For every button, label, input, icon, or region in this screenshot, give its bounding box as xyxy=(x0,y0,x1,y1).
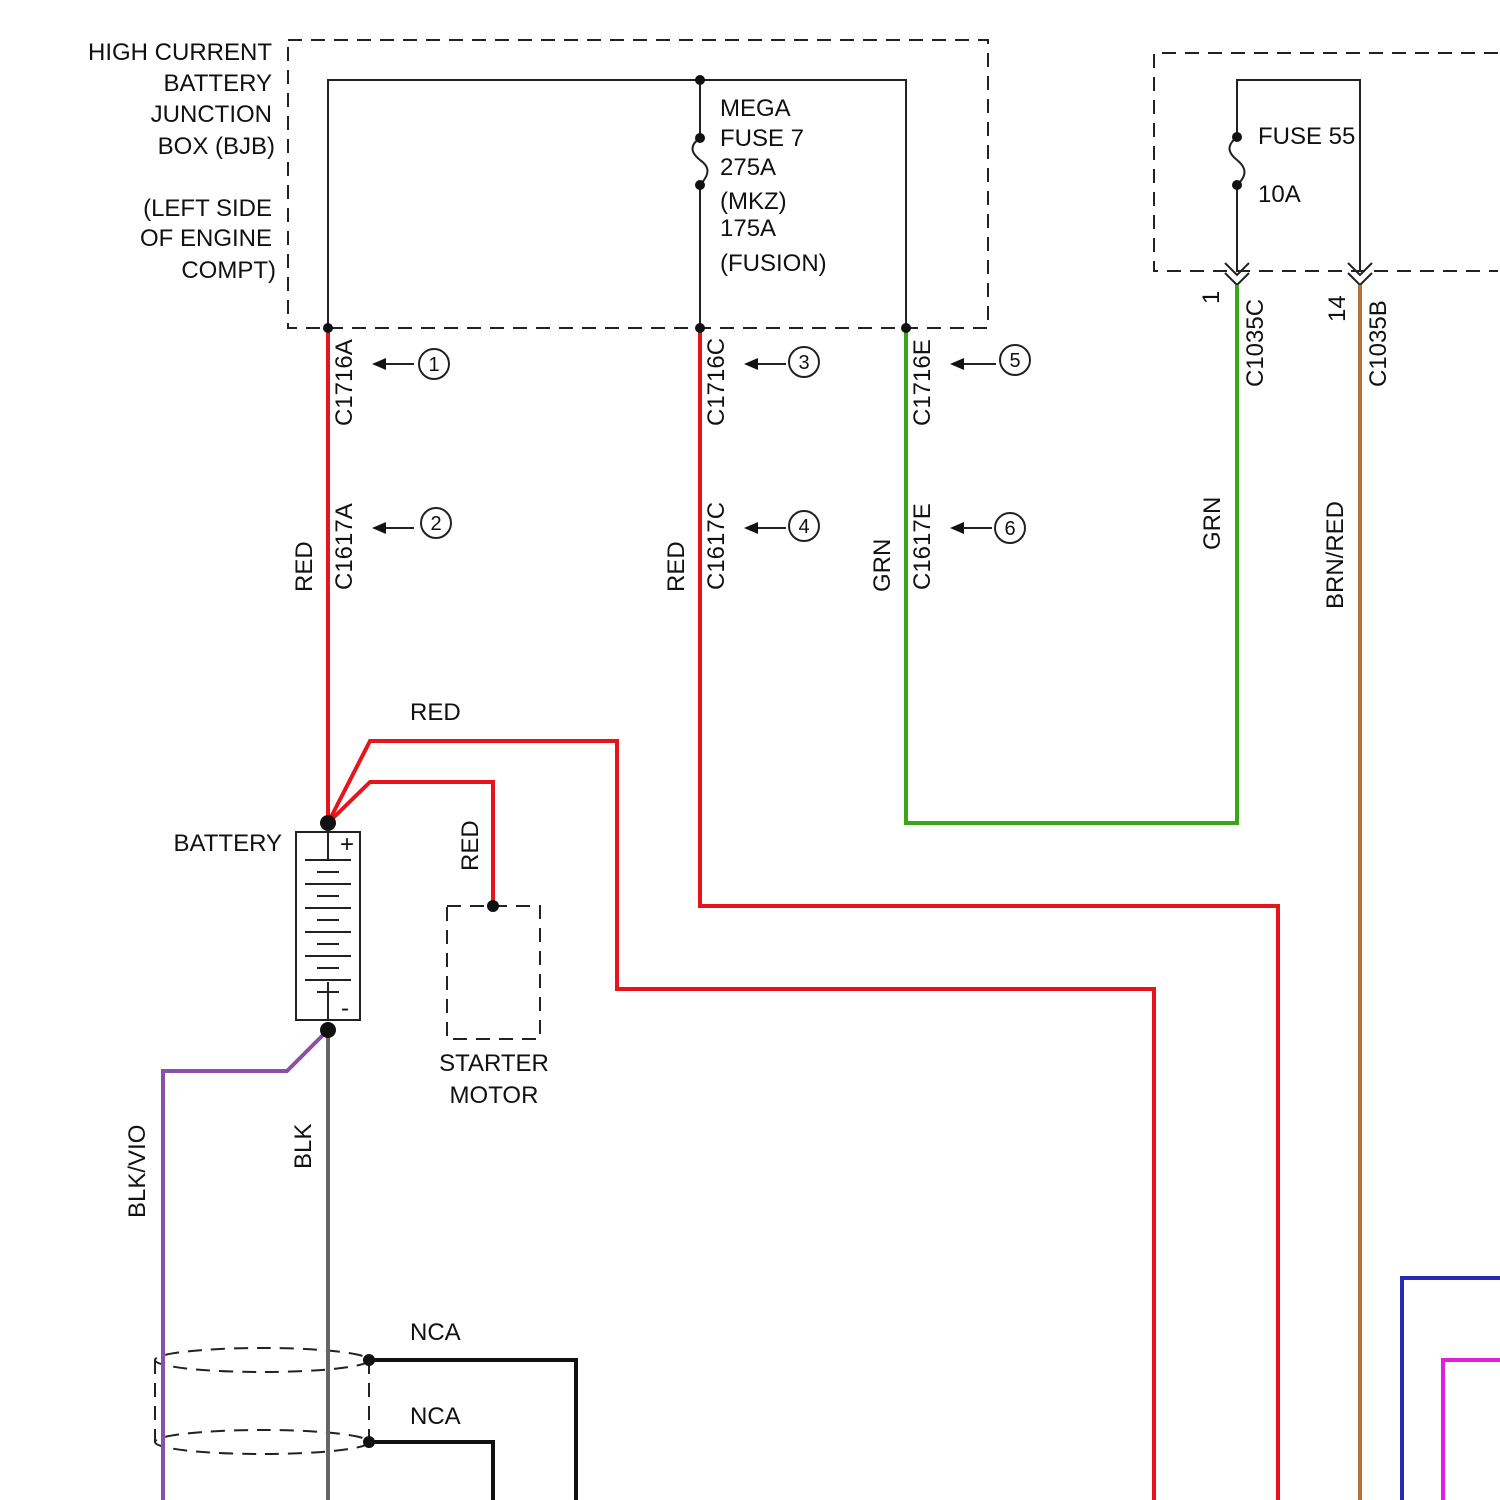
fuse55-box xyxy=(1154,53,1498,271)
battery-minus-sign: - xyxy=(341,995,349,1022)
callout-4: 4 xyxy=(744,511,819,541)
wire-label-grn-e: GRN xyxy=(869,539,896,592)
fuse55-terminal-bottom xyxy=(1232,180,1242,190)
wire-nca-2 xyxy=(369,1442,493,1500)
wire-label-red-a: RED xyxy=(291,541,318,592)
callout-2: 2 xyxy=(372,508,451,538)
wire-blue-edge xyxy=(1402,1278,1500,1500)
wire-label-blk: BLK xyxy=(290,1124,317,1169)
svg-text:(FUSION): (FUSION) xyxy=(720,250,827,277)
callout-1: 1 xyxy=(372,349,449,379)
svg-text:MEGA: MEGA xyxy=(720,95,791,122)
connector-c1617a-label: C1617A xyxy=(331,503,358,590)
mega-fuse-lead xyxy=(693,80,708,328)
junction-c1716c xyxy=(695,323,705,333)
connector-c1035b-label: C1035B xyxy=(1365,300,1392,387)
connector-c1035c-pin: 1 xyxy=(1198,291,1225,304)
battery-negative-terminal xyxy=(320,1022,336,1038)
bjb-box xyxy=(288,40,988,328)
wire-label-nca-1: NCA xyxy=(410,1319,461,1346)
bjb-bus-bar xyxy=(328,80,906,328)
battery-label: BATTERY xyxy=(174,830,282,857)
svg-text:2: 2 xyxy=(430,513,441,535)
wire-nca-1 xyxy=(369,1360,576,1500)
wire-label-red-starter: RED xyxy=(457,820,484,871)
connector-c1716c-label: C1716C xyxy=(703,338,730,426)
starter-terminal xyxy=(487,900,499,912)
svg-text:5: 5 xyxy=(1009,350,1020,372)
callout-3: 3 xyxy=(744,347,819,377)
svg-text:4: 4 xyxy=(798,516,809,538)
svg-text:3: 3 xyxy=(798,352,809,374)
fuse55-rating: 10A xyxy=(1258,181,1301,208)
battery-positive-terminal xyxy=(320,815,336,831)
svg-text:175A: 175A xyxy=(720,215,776,242)
mega-fuse-terminal-bottom xyxy=(695,180,705,190)
wire-magenta-edge xyxy=(1443,1360,1500,1500)
starter-motor-box xyxy=(447,906,540,1039)
callout-5: 5 xyxy=(950,345,1030,375)
svg-text:FUSE 7: FUSE 7 xyxy=(720,125,804,152)
mega-fuse-terminal-top xyxy=(695,133,705,143)
nca-1-terminal xyxy=(363,1354,375,1366)
bjb-label: HIGH CURRENT BATTERY JUNCTION BOX (BJB) xyxy=(88,39,275,160)
wire-label-red-top: RED xyxy=(410,699,461,726)
nca-2-terminal xyxy=(363,1436,375,1448)
wire-label-brn-red: BRN/RED xyxy=(1322,501,1349,609)
twisted-pair-ring-top xyxy=(155,1348,369,1372)
svg-text:(MKZ): (MKZ) xyxy=(720,188,787,215)
callout-6: 6 xyxy=(950,513,1025,543)
fuse55-terminal-top xyxy=(1232,132,1242,142)
connector-c1716a-label: C1716A xyxy=(331,339,358,426)
svg-text:BATTERY: BATTERY xyxy=(164,70,272,97)
wire-label-nca-2: NCA xyxy=(410,1403,461,1430)
battery-symbol xyxy=(296,832,360,1020)
bjb-location-label: (LEFT SIDE OF ENGINE COMPT) xyxy=(140,195,276,284)
svg-text:(LEFT SIDE: (LEFT SIDE xyxy=(143,195,272,222)
svg-text:STARTER: STARTER xyxy=(439,1050,549,1077)
junction-c1716e xyxy=(901,323,911,333)
wire-red-c1716c xyxy=(700,328,1278,1500)
svg-text:HIGH CURRENT: HIGH CURRENT xyxy=(88,39,272,66)
svg-text:BOX (BJB): BOX (BJB) xyxy=(158,133,275,160)
twisted-pair-ring-bottom xyxy=(155,1430,369,1454)
connector-c1716e-label: C1716E xyxy=(909,339,936,426)
connector-c1617e-label: C1617E xyxy=(909,503,936,590)
starter-motor-label: STARTER MOTOR xyxy=(439,1050,549,1109)
wire-red-top-loop xyxy=(328,741,1154,1500)
svg-text:OF ENGINE: OF ENGINE xyxy=(140,225,272,252)
wire-label-red-c: RED xyxy=(663,541,690,592)
wire-label-grn-fuse: GRN xyxy=(1199,497,1226,550)
connector-c1035b-pin: 14 xyxy=(1324,295,1351,322)
svg-text:JUNCTION: JUNCTION xyxy=(151,101,272,128)
bjb-bus-junction xyxy=(695,75,705,85)
svg-text:COMPT): COMPT) xyxy=(181,257,276,284)
battery-plus-sign: + xyxy=(340,831,354,858)
svg-text:275A: 275A xyxy=(720,154,776,181)
fuse55-name: FUSE 55 xyxy=(1258,123,1355,150)
junction-c1716a xyxy=(323,323,333,333)
svg-text:MOTOR: MOTOR xyxy=(450,1082,539,1109)
wire-label-blk-vio: BLK/VIO xyxy=(124,1125,151,1218)
svg-text:1: 1 xyxy=(428,354,439,376)
mega-fuse-label: MEGA FUSE 7 275A (MKZ) 175A (FUSION) xyxy=(720,95,827,277)
svg-text:6: 6 xyxy=(1004,518,1015,540)
fuse55-lead xyxy=(1230,80,1361,271)
connector-c1035c-label: C1035C xyxy=(1242,299,1269,387)
connector-c1617c-label: C1617C xyxy=(703,502,730,590)
